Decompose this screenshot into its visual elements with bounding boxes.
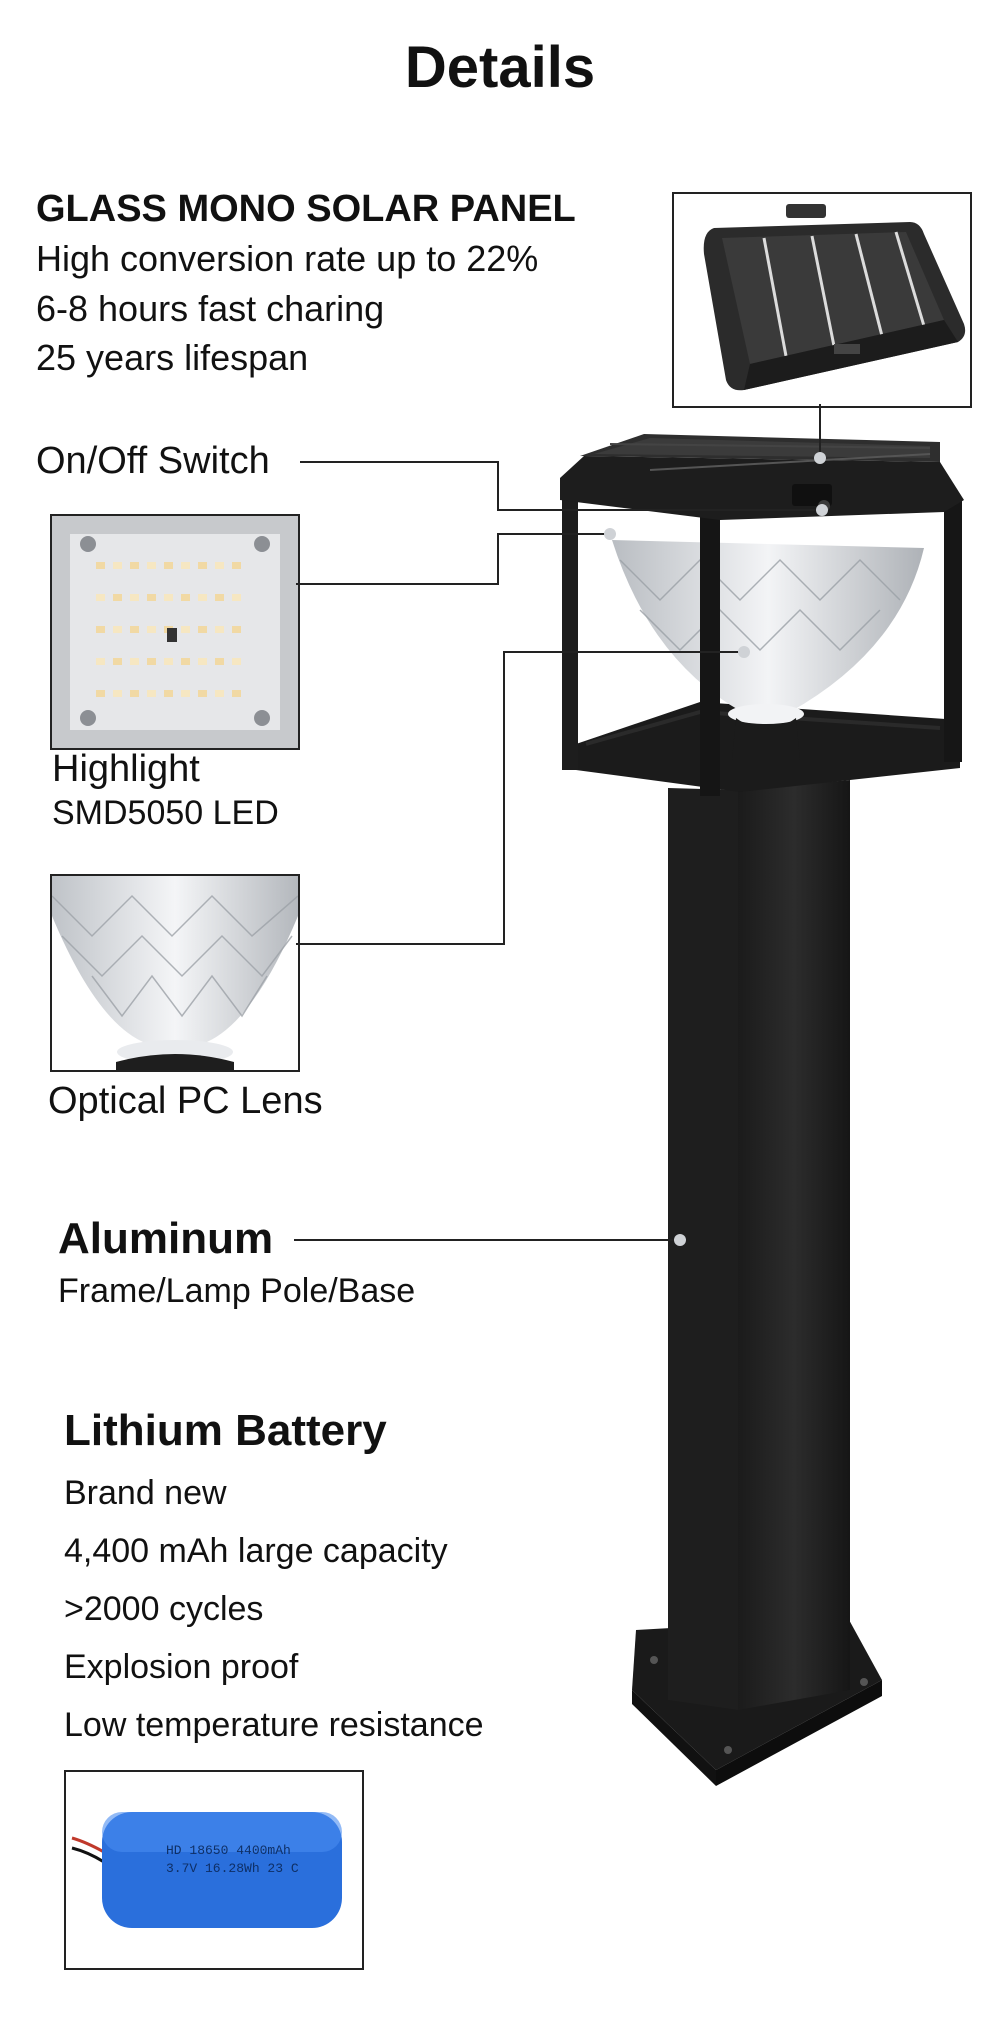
solar-panel-line-2: 6-8 hours fast charing [36,288,385,329]
led-board-image [50,514,300,750]
callout-dot-solar [814,452,826,464]
led-chip [130,562,139,569]
led-chip [232,690,241,697]
led-chip [130,594,139,601]
led-chip [113,658,122,665]
lens-image [50,874,300,1072]
solar-panel-image [672,192,972,408]
callout-dots [604,452,828,1246]
callout-dot-aluminum [674,1234,686,1246]
page-title: Details [404,35,596,100]
led-chip [181,562,190,569]
lamp-pole [668,780,850,1710]
led-chip [130,626,139,633]
battery-line-1: Brand new [64,1474,227,1512]
aluminum-sublabel: Frame/Lamp Pole/Base [58,1272,416,1310]
callout-line-led [296,533,608,585]
led-chip [164,594,173,601]
led-chip [96,658,105,665]
battery-image: HD 18650 4400mAh 3.7V 16.28Wh 23 C [64,1770,364,1970]
led-chip [164,658,173,665]
led-sublabel: SMD5050 LED [52,794,279,832]
aluminum-heading: Aluminum [58,1214,274,1263]
battery-line-5: Low temperature resistance [64,1706,484,1744]
callout-line-lens [296,651,742,945]
switch-label: On/Off Switch [36,440,270,482]
solar-panel-line-3: 25 years lifespan [36,337,309,378]
led-chip [113,562,122,569]
callout-line-switch [300,461,820,511]
led-chip [198,594,207,601]
solar-panel-heading: GLASS MONO SOLAR PANEL [36,188,576,230]
battery-line-3: >2000 cycles [64,1590,264,1628]
led-chip [96,690,105,697]
solar-panel-line-1: High conversion rate up to 22% [36,238,539,279]
led-chip [130,690,139,697]
led-chip [147,594,156,601]
led-chip [147,626,156,633]
led-chip [215,594,224,601]
led-chip [113,626,122,633]
callout-dot-lens [738,646,750,658]
led-chip [147,690,156,697]
led-chip [181,690,190,697]
battery-cell-print-1: HD 18650 4400mAh [166,1843,291,1858]
led-chip [215,562,224,569]
led-chip [96,594,105,601]
led-chip [198,562,207,569]
led-chip [198,690,207,697]
led-chip [147,562,156,569]
led-chip [96,626,105,633]
battery-heading: Lithium Battery [64,1406,387,1455]
led-chip [164,562,173,569]
lamp-head [560,434,964,796]
led-chip [164,690,173,697]
led-chip [113,594,122,601]
led-chip [232,594,241,601]
battery-line-2: 4,400 mAh large capacity [64,1532,448,1570]
battery-line-4: Explosion proof [64,1648,299,1686]
lens-label: Optical PC Lens [48,1080,323,1122]
led-label: Highlight [52,748,200,790]
led-chip [215,690,224,697]
led-chip [181,658,190,665]
led-chip [232,626,241,633]
led-chip [232,658,241,665]
led-chip [181,594,190,601]
led-chip [215,658,224,665]
led-chip [215,626,224,633]
battery-cell-print-2: 3.7V 16.28Wh 23 C [166,1861,299,1876]
led-chip [198,626,207,633]
led-chip [232,562,241,569]
callout-dot-led [604,528,616,540]
led-chip [96,562,105,569]
callout-lines [294,404,821,1241]
led-chip [181,626,190,633]
led-chip [198,658,207,665]
led-chip [147,658,156,665]
led-chip [113,690,122,697]
callout-dot-switch [816,504,828,516]
led-chip [130,658,139,665]
